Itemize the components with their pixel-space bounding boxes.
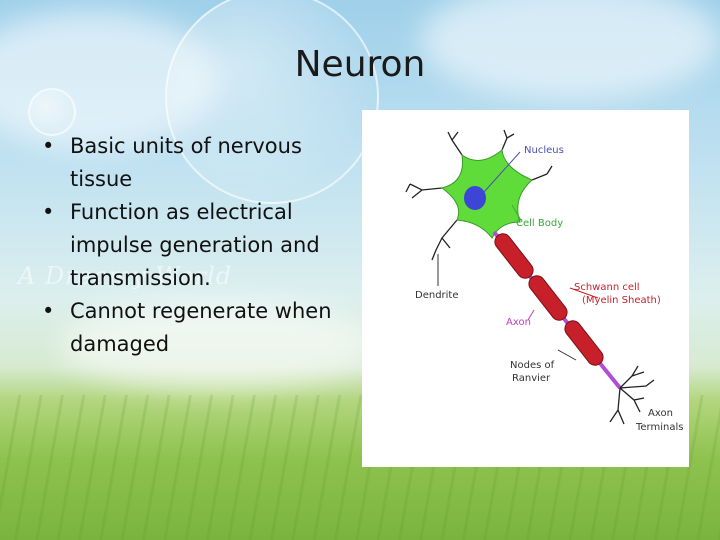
bubble-decoration [28,88,76,136]
label-schwann-cell: Schwann cell [574,282,640,293]
myelin-sheaths [494,233,604,366]
bullet-icon: • [42,299,55,323]
label-nodes-of: Nodes of [510,360,555,371]
bullet-text: Basic units of nervous tissue [70,134,302,191]
myelin-segment [494,233,534,279]
bullet-text: Function as electrical impulse generatio… [70,200,320,290]
axon-terminals [609,365,655,425]
slide-title: Neuron [294,44,426,85]
bubble-decoration [165,0,379,204]
label-ranvier: Ranvier [512,373,551,384]
dendrite-branches [405,129,553,261]
label-cell-body: Cell Body [516,218,563,229]
nucleus-shape [464,186,486,210]
watermark-logo: A Dreamy World [18,262,233,290]
cell-body-shape [440,149,533,239]
bullet-list: • Basic units of nervous tissue • Function… [42,130,362,361]
myelin-segment [564,320,604,366]
bullet-text: Cannot regenerate when damaged [70,299,332,356]
label-axon: Axon [506,317,531,328]
bullet-icon: • [42,200,55,224]
cloud-decoration [420,0,720,100]
label-dendrite: Dendrite [415,290,459,301]
myelin-segment [528,275,568,321]
pointer-lines [437,151,599,361]
cloud-decoration [60,300,380,390]
label-axon-terminals-2: Terminals [635,422,683,433]
neuron-diagram: Nucleus Cell Body Schwann cell (Myelin S… [362,110,689,467]
bullet-icon: • [42,134,55,158]
label-axon-terminals-1: Axon [648,408,673,419]
bullet-item: • Basic units of nervous tissue [42,130,362,196]
bullet-item: • Cannot regenerate when damaged [42,295,362,361]
label-myelin-sheath: (Myelin Sheath) [582,295,661,306]
bullet-item: • Function as electrical impulse generati… [42,196,362,295]
label-nucleus: Nucleus [524,145,564,156]
